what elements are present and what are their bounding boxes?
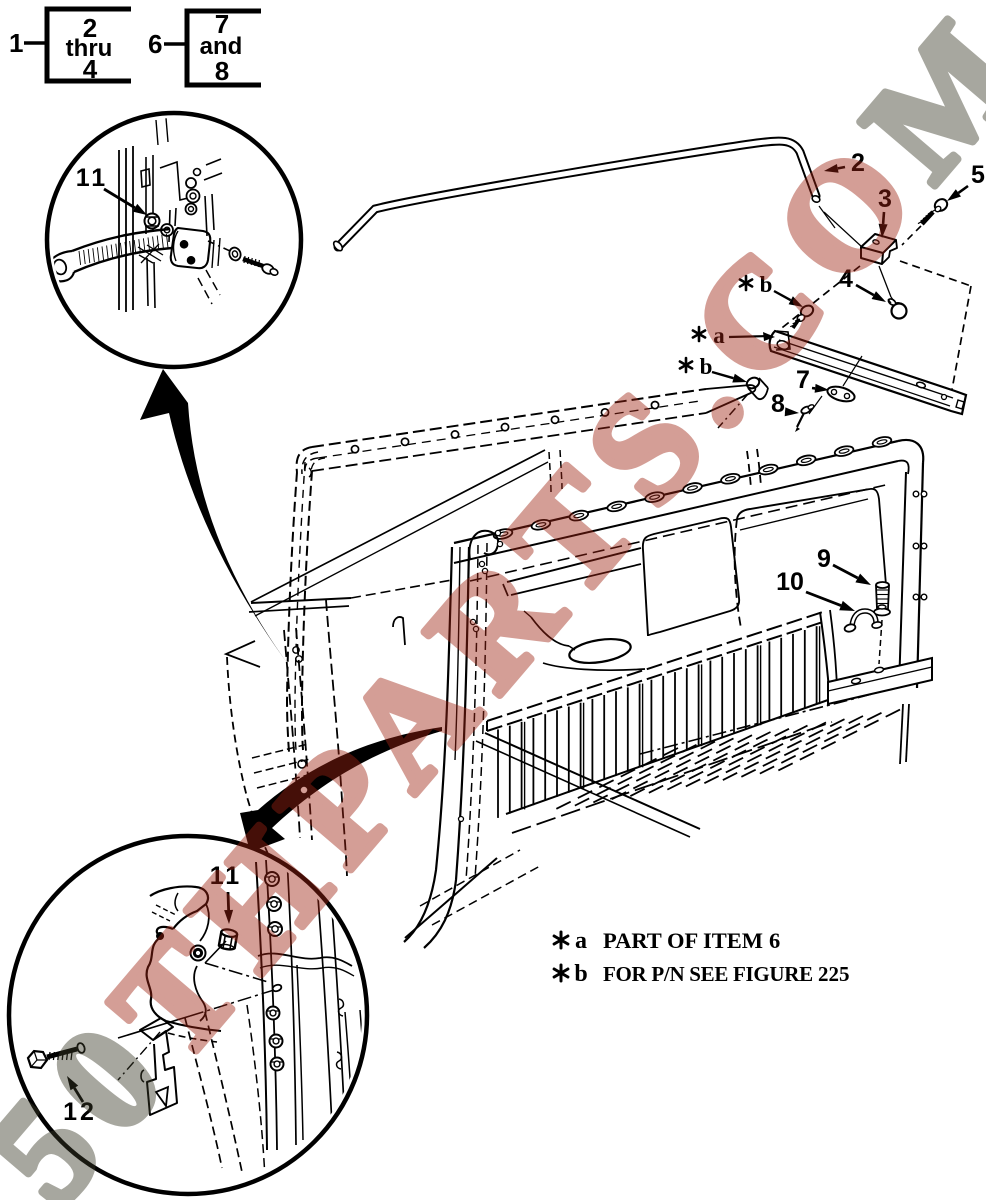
svg-text:a: a [713,323,725,348]
svg-text:3: 3 [878,185,892,213]
svg-text:thru: thru [66,35,113,62]
svg-text:1: 1 [9,28,23,58]
svg-text:225: 225 [818,962,850,986]
svg-text:10: 10 [776,568,804,596]
svg-text:6: 6 [148,29,162,59]
svg-text:4: 4 [83,54,98,84]
svg-text:FOR P/N SEE FIGURE: FOR P/N SEE FIGURE [603,962,813,986]
svg-text:a: a [575,928,587,954]
svg-text:8: 8 [771,390,785,418]
svg-text:b: b [760,272,773,297]
svg-text:b: b [700,354,713,379]
svg-text:7: 7 [796,366,810,394]
svg-text:6: 6 [769,928,780,953]
svg-text:8: 8 [215,56,229,86]
svg-text:5: 5 [971,161,985,189]
svg-text:11: 11 [210,862,242,890]
svg-text:11: 11 [76,164,108,192]
svg-text:4: 4 [839,265,853,293]
svg-text:and: and [200,33,243,60]
svg-text:PART OF ITEM: PART OF ITEM [603,928,763,953]
svg-text:7: 7 [215,9,229,39]
svg-text:12: 12 [63,1098,97,1126]
svg-text:b: b [574,961,587,987]
svg-text:2: 2 [851,149,865,177]
svg-text:2: 2 [83,13,97,43]
svg-text:9: 9 [817,545,831,573]
